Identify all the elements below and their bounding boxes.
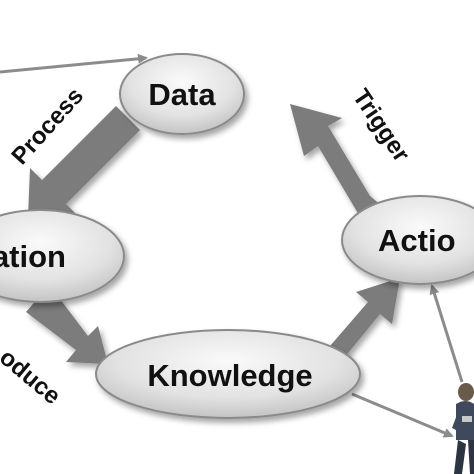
node-action-label: Actio bbox=[378, 223, 456, 258]
arrow-action-to-data bbox=[290, 104, 382, 220]
node-information-label: ation bbox=[0, 239, 66, 274]
node-knowledge: Knowledge bbox=[95, 329, 361, 419]
arrow-data-to-information bbox=[28, 106, 140, 218]
node-action: Actio bbox=[341, 195, 474, 285]
edge-label-trigger: Trigger bbox=[347, 84, 415, 167]
edge-label-produce: oduce bbox=[0, 344, 66, 410]
node-knowledge-label: Knowledge bbox=[147, 358, 312, 393]
person-to-action-arrow bbox=[429, 284, 464, 383]
incoming-thin-arrow bbox=[0, 53, 148, 74]
arrow-knowledge-to-action bbox=[330, 278, 400, 358]
node-data: Data bbox=[119, 53, 245, 135]
node-data-label: Data bbox=[148, 77, 216, 112]
node-information: ation bbox=[0, 209, 125, 303]
arrow-information-to-knowledge bbox=[26, 286, 108, 364]
knowledge-to-person-arrow bbox=[351, 392, 454, 438]
person-figure-icon bbox=[452, 383, 474, 474]
